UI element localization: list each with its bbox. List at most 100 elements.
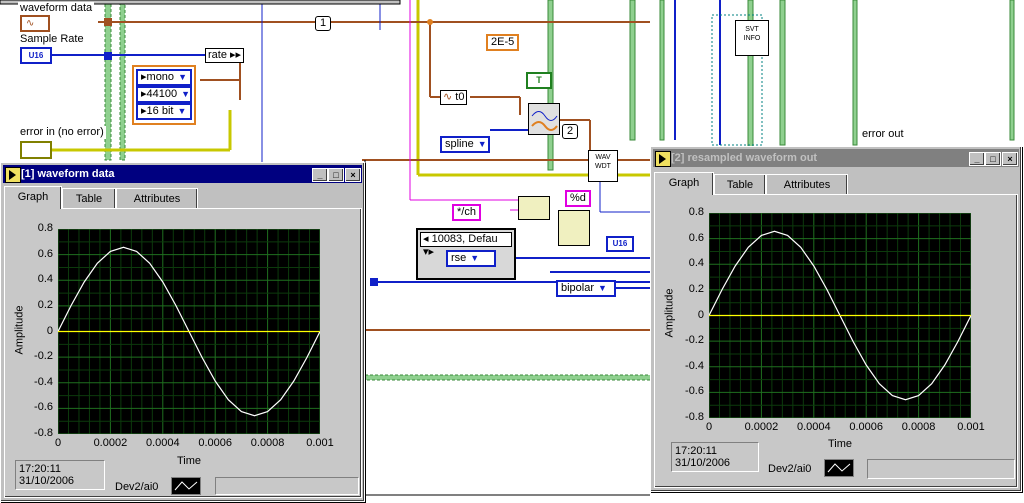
case-selector[interactable]: ◂ 10083, Defau ▾▸ <box>420 232 512 258</box>
timestamp-time: 17:20:11 <box>675 445 718 457</box>
true-constant[interactable]: T <box>526 72 552 89</box>
y-tick-label: 0.4 <box>37 273 53 286</box>
error-out-label: error out <box>860 128 906 141</box>
terminal-config-value: rse <box>451 252 467 264</box>
resampled-waveform-window: [2] resampled waveform out _ □ × Graph T… <box>650 146 1022 492</box>
y-tick-label: 0.6 <box>688 231 704 244</box>
channels-ring[interactable]: ▸mono▼ <box>136 69 192 86</box>
channel-string-constant[interactable]: */ch <box>452 204 481 221</box>
polarity-ring[interactable]: bipolar▼ <box>556 280 616 297</box>
x-tick-label: 0.0004 <box>145 437 180 449</box>
dt-constant[interactable]: 2E-5 <box>486 34 520 51</box>
x-tick-label: 0.0008 <box>250 437 285 449</box>
waveform-data-label: waveform data <box>18 2 95 15</box>
bits-value: 16 bit <box>146 105 174 117</box>
sample-rate-terminal[interactable]: U16 <box>20 47 52 64</box>
y-tick-label: -0.8 <box>685 411 704 423</box>
x-tick-label: 0 <box>705 421 713 433</box>
y-tick-label: 0.6 <box>37 247 53 260</box>
x-tick-label: 0.001 <box>306 437 334 449</box>
x-tick-label: 0.0002 <box>93 437 128 449</box>
resample-waveform-vi-icon[interactable] <box>528 103 560 135</box>
rate-value: 44100 <box>146 88 178 100</box>
labview-app-icon <box>5 167 21 183</box>
rate-label: rate <box>208 49 227 61</box>
concat-strings-icon[interactable] <box>518 196 550 220</box>
timestamp-time: 17:20:11 <box>19 463 62 475</box>
labview-app-icon <box>655 151 671 167</box>
window-1-titlebar[interactable]: [1] waveform data _ □ × <box>3 165 362 183</box>
maximize-icon[interactable]: □ <box>985 152 1001 166</box>
t0-node[interactable]: ∿ t0 <box>440 90 468 105</box>
y-tick-label: -0.4 <box>685 359 704 372</box>
x-axis-title: Time <box>177 455 202 467</box>
format-cluster-constant[interactable]: ▸mono▼ ▸44100▼ ▸16 bit▼ <box>132 65 196 125</box>
interpolation-ring[interactable]: spline▼ <box>440 136 490 153</box>
y-tick-label: 0.2 <box>37 298 53 311</box>
status-field <box>215 477 359 495</box>
y-tick-label: -0.2 <box>685 334 704 347</box>
t0-label: t0 <box>455 91 465 103</box>
tab-table[interactable]: Table <box>714 174 766 195</box>
terminal-config-ring[interactable]: rse▼ <box>446 250 496 267</box>
y-axis-title: Amplitude <box>13 305 26 355</box>
y-tick-label: 0.8 <box>37 222 53 234</box>
index-constant[interactable]: 1 <box>315 16 332 31</box>
interpolation-value: spline <box>445 138 474 150</box>
y-tick-label: -0.6 <box>34 401 53 414</box>
waveform-data-terminal[interactable]: ∿ <box>20 15 50 32</box>
tab-graph[interactable]: Graph <box>654 172 714 195</box>
timestamp-display: 17:20:11 31/10/2006 <box>15 460 105 490</box>
close-icon[interactable]: × <box>1002 152 1018 166</box>
y-tick-label: -0.2 <box>34 350 53 363</box>
timestamp-display: 17:20:11 31/10/2006 <box>671 442 759 472</box>
close-icon[interactable]: × <box>345 168 361 182</box>
tab-attributes[interactable]: Attributes <box>116 188 198 209</box>
tab-attributes[interactable]: Attributes <box>766 174 848 195</box>
rate-ring[interactable]: ▸44100▼ <box>136 86 192 103</box>
y-tick-label: -0.4 <box>34 375 53 388</box>
plot-legend-icon[interactable] <box>824 459 854 477</box>
x-tick-label: 0.0006 <box>198 437 233 449</box>
timestamp-date: 31/10/2006 <box>19 475 75 487</box>
maximize-icon[interactable]: □ <box>328 168 344 182</box>
polarity-value: bipolar <box>561 282 595 294</box>
y-tick-label: -0.6 <box>685 385 704 398</box>
minimize-icon[interactable]: _ <box>312 168 328 182</box>
y-tick-label: 0.2 <box>688 282 704 295</box>
format-into-string-icon[interactable] <box>558 210 590 246</box>
minimize-icon[interactable]: _ <box>969 152 985 166</box>
channels-value: mono <box>146 71 175 83</box>
resampled-graph-plot[interactable] <box>709 213 971 418</box>
y-tick-label: 0.4 <box>688 257 704 270</box>
wav-wdt-vi-icon[interactable]: WAV WDT <box>588 150 618 182</box>
error-in-label: error in (no error) <box>18 126 106 139</box>
channel-name: Dev2/ai0 <box>768 463 812 475</box>
svt-info-vi-icon[interactable]: SVT INFO <box>735 20 769 56</box>
waveform-icon: ∿ <box>443 91 453 103</box>
case-selector-value: 10083, Defau <box>431 233 498 245</box>
sample-rate-label: Sample Rate <box>18 33 86 46</box>
x-tick-label: 0.0004 <box>796 421 831 433</box>
status-field <box>867 459 1015 479</box>
channel-name: Dev2/ai0 <box>115 481 159 493</box>
window-2-titlebar[interactable]: [2] resampled waveform out _ □ × <box>653 149 1019 167</box>
x-tick-label: 0.0008 <box>901 421 936 433</box>
case-structure[interactable]: ◂ 10083, Defau ▾▸ <box>416 228 516 280</box>
u16-indicator: U16 <box>606 236 634 252</box>
x-tick-label: 0.0006 <box>849 421 884 433</box>
waveform-graph-plot[interactable] <box>58 229 320 434</box>
y-axis-title: Amplitude <box>663 288 676 338</box>
error-in-terminal[interactable] <box>20 141 52 159</box>
index-constant-2[interactable]: 2 <box>562 124 579 139</box>
tab-table[interactable]: Table <box>62 188 116 209</box>
window-2-title: [2] resampled waveform out <box>671 152 818 164</box>
y-tick-label: -0.8 <box>34 427 53 439</box>
y-tick-label: 0 <box>46 324 53 337</box>
rate-unbundle-node[interactable]: rate ▸▸ <box>205 48 245 63</box>
format-string-constant[interactable]: %d <box>565 190 591 207</box>
plot-legend-icon[interactable] <box>171 477 201 495</box>
bits-ring[interactable]: ▸16 bit▼ <box>136 103 192 120</box>
tab-graph[interactable]: Graph <box>4 186 62 209</box>
